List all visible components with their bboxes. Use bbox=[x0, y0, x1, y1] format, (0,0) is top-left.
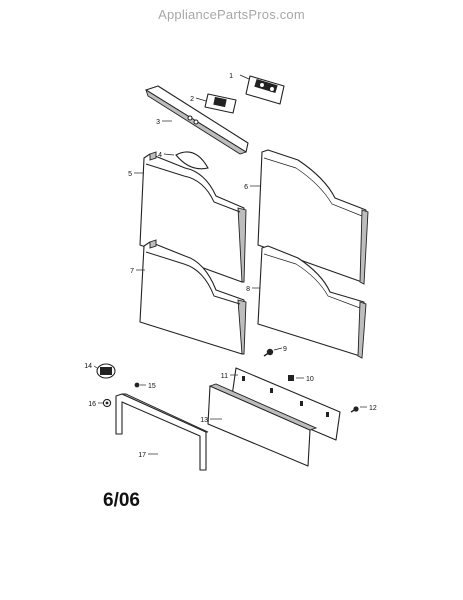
callout-4: 4 bbox=[158, 152, 162, 159]
callout-2: 2 bbox=[190, 96, 194, 103]
watermark: AppliancePartsPros.com bbox=[158, 7, 305, 22]
callout-5: 5 bbox=[128, 171, 132, 178]
part-10-clip bbox=[288, 375, 304, 381]
callout-12: 12 bbox=[369, 405, 377, 412]
callout-17: 17 bbox=[138, 452, 146, 459]
part-9-screw bbox=[263, 347, 283, 357]
callout-8: 8 bbox=[246, 286, 250, 293]
part-17-lower-bracket bbox=[115, 393, 209, 471]
part-2-switch bbox=[195, 93, 237, 114]
callout-16: 16 bbox=[88, 401, 96, 408]
revision-date-code: 6/06 bbox=[103, 490, 140, 511]
part-14-lamp-socket bbox=[93, 363, 116, 379]
callout-15: 15 bbox=[148, 383, 156, 390]
part-16-nut bbox=[98, 398, 112, 408]
callout-6: 6 bbox=[244, 184, 248, 191]
part-11-rail-bracket bbox=[230, 367, 341, 441]
part-7-lower-drawer-front bbox=[136, 239, 247, 355]
part-6-upper-drawer-panel bbox=[250, 149, 369, 285]
callout-14: 14 bbox=[84, 363, 92, 370]
callout-13: 13 bbox=[200, 417, 208, 424]
part-12-screw bbox=[350, 406, 367, 413]
part-13-kick-trim bbox=[207, 383, 318, 467]
callout-7: 7 bbox=[130, 268, 134, 275]
callout-10: 10 bbox=[306, 376, 314, 383]
callout-1: 1 bbox=[229, 73, 233, 80]
part-15-screw bbox=[134, 382, 146, 388]
callout-9: 9 bbox=[283, 346, 287, 353]
part-1-switch-housing bbox=[239, 74, 285, 105]
callout-3: 3 bbox=[156, 119, 160, 126]
part-8-lower-drawer-panel bbox=[252, 245, 367, 359]
callout-11: 11 bbox=[221, 373, 228, 380]
part-3-console-trim bbox=[145, 85, 249, 155]
part-4-gasket bbox=[163, 151, 209, 170]
